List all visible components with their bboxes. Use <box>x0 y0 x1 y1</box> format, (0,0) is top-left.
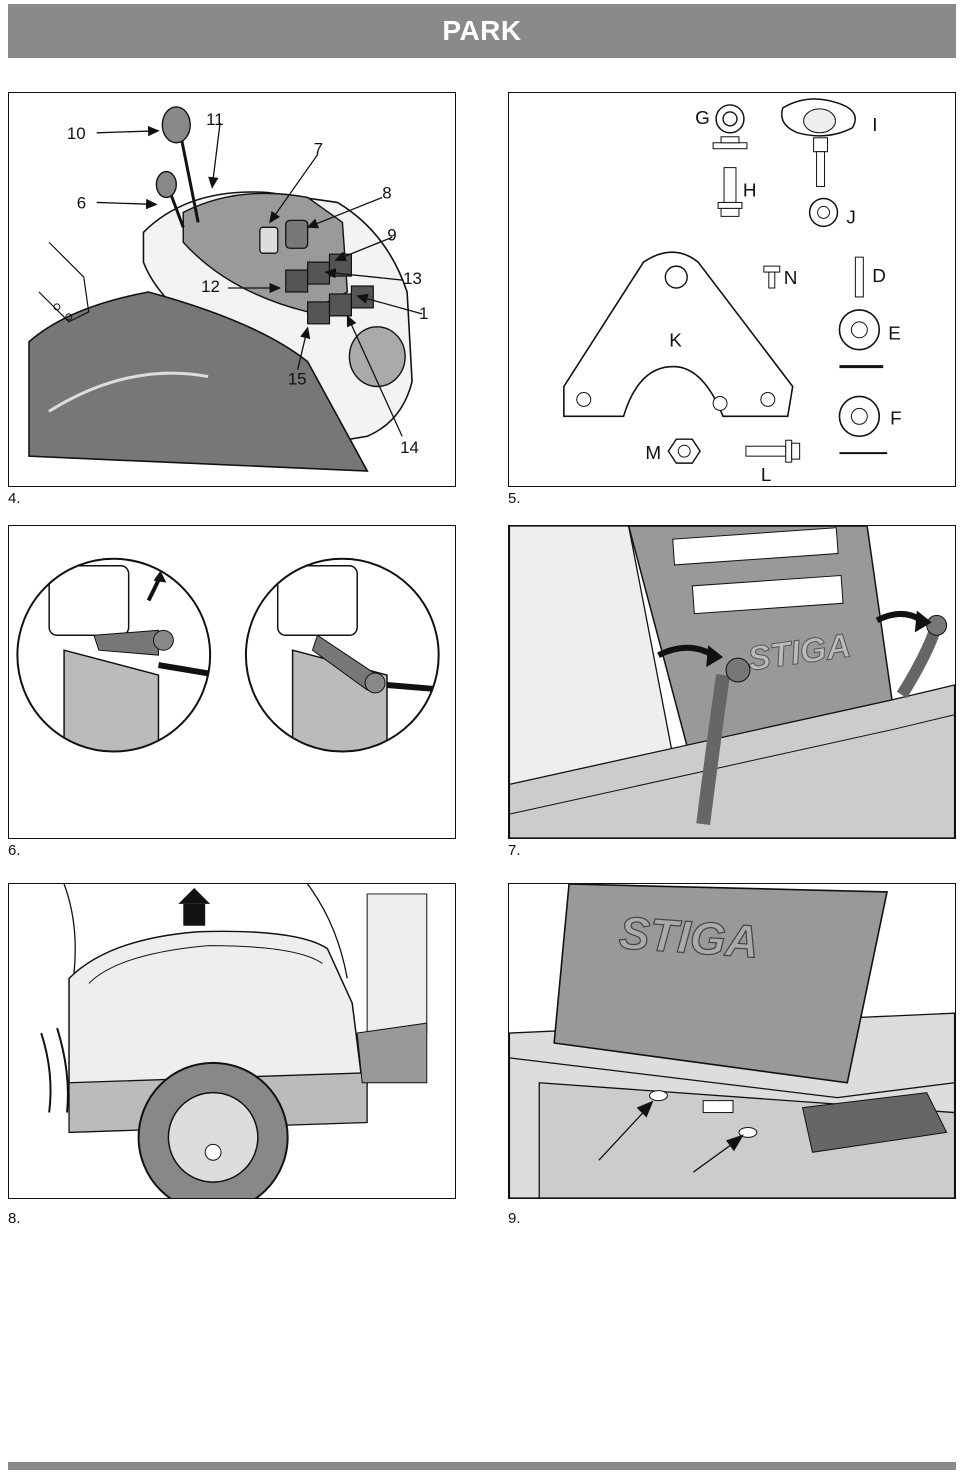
part-label-e: E <box>888 324 901 345</box>
figure-8-illustration <box>40 884 428 1198</box>
part-label-i: I <box>872 115 877 136</box>
brand-logo-text-2: STIGA <box>618 907 761 968</box>
figure-7-caption: 7. <box>508 842 521 859</box>
figure-9-illustration: STIGA <box>509 884 955 1198</box>
page-title: PARK <box>442 15 522 46</box>
callout-12: 12 <box>201 277 220 296</box>
callout-10: 10 <box>67 124 86 143</box>
callout-8: 8 <box>382 183 391 202</box>
callout-11: 11 <box>206 110 224 129</box>
figure-9-caption: 9. <box>508 1210 521 1227</box>
callout-15: 15 <box>288 370 307 389</box>
figure-7-panel: STIGA <box>508 525 956 839</box>
part-label-g: G <box>695 108 710 129</box>
callout-6: 6 <box>77 193 86 212</box>
figure-5-illustration: G H I J N D K E F M L <box>563 98 902 486</box>
part-label-m: M <box>645 443 661 464</box>
figure-4-caption: 4. <box>8 490 21 507</box>
figure-4-panel: 10 11 7 6 8 9 12 13 1 15 14 <box>8 92 456 487</box>
figure-9-panel: STIGA <box>508 883 956 1199</box>
figure-7-illustration: STIGA <box>509 526 955 838</box>
part-label-f: F <box>890 408 902 429</box>
part-label-k: K <box>669 331 682 352</box>
callout-13: 13 <box>403 269 422 288</box>
part-label-j: J <box>846 207 855 228</box>
part-label-h: H <box>743 180 757 201</box>
figure-6-panel <box>8 525 456 839</box>
figure-6-caption: 6. <box>8 842 21 859</box>
figure-8-caption: 8. <box>8 1210 21 1227</box>
callout-9: 9 <box>387 225 396 244</box>
part-label-l: L <box>761 465 772 486</box>
footer-bar <box>8 1462 956 1470</box>
figure-5-panel: G H I J N D K E F M L <box>508 92 956 487</box>
callout-7: 7 <box>314 140 323 159</box>
figure-6-illustration <box>16 557 440 753</box>
figure-4-illustration: 10 11 7 6 8 9 12 13 1 15 14 <box>28 106 428 472</box>
page-header: PARK <box>8 4 956 58</box>
figure-5-caption: 5. <box>508 490 521 507</box>
part-label-n: N <box>784 268 798 289</box>
part-label-d: D <box>872 266 886 287</box>
callout-14: 14 <box>400 438 419 457</box>
callout-1: 1 <box>419 304 428 323</box>
figure-8-panel <box>8 883 456 1199</box>
